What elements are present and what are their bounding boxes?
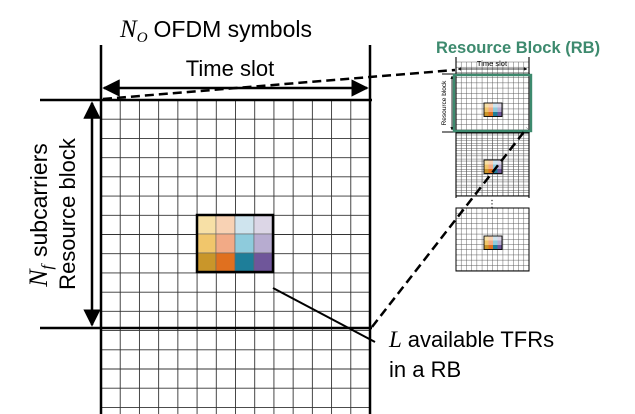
mini-tfr-cell bbox=[484, 169, 489, 174]
tfr-cell bbox=[234, 252, 255, 273]
tfr-cell bbox=[234, 233, 255, 254]
mini-tfr-cell bbox=[484, 103, 489, 108]
mini-tfr-cell bbox=[497, 112, 502, 117]
mini-tfr-block bbox=[483, 102, 503, 117]
tfr-label-line2: in a RB bbox=[389, 357, 461, 382]
mini-tfr-cell bbox=[493, 107, 498, 112]
mini-tfr-cell bbox=[488, 160, 493, 165]
tfr-cell bbox=[215, 233, 236, 254]
symbol-l: L bbox=[388, 327, 402, 352]
mini-tfr-cell bbox=[493, 240, 498, 245]
mini-tfr-cell bbox=[484, 107, 489, 112]
ofdm-symbols-text: OFDM symbols bbox=[154, 16, 312, 42]
dashed-connector-bottom bbox=[371, 127, 528, 328]
tfr-pointer-line bbox=[272, 287, 376, 343]
mini-tfr-cell bbox=[484, 245, 489, 250]
svg-text:Resource block: Resource block bbox=[55, 137, 80, 290]
mini-panel-border bbox=[455, 132, 530, 197]
mini-tfr-cell bbox=[488, 240, 493, 245]
mini-tfr-cell bbox=[497, 169, 502, 174]
mini-tfr-cell bbox=[484, 112, 489, 117]
top-label: NO OFDM symbols bbox=[119, 16, 312, 46]
mini-time-slot-label: Time slot bbox=[477, 59, 508, 68]
subcarriers-label: Nf subcarriers bbox=[24, 143, 56, 288]
resource-block-label: Resource block bbox=[55, 137, 80, 290]
mini-tfr-cell bbox=[493, 160, 498, 165]
mini-tfr-cell bbox=[488, 112, 493, 117]
mini-tfr-cell bbox=[493, 236, 498, 241]
mini-tfr-cell bbox=[497, 240, 502, 245]
mini-tfr-cell bbox=[484, 160, 489, 165]
mini-tfr-cell bbox=[488, 103, 493, 108]
mini-tfr-cell bbox=[493, 245, 498, 250]
mini-tfr-cell bbox=[488, 236, 493, 241]
mini-tfr-cell bbox=[484, 164, 489, 169]
mini-tfr-cell bbox=[497, 160, 502, 165]
tfr-block bbox=[195, 213, 275, 274]
mini-tfr-block bbox=[483, 159, 503, 174]
mini-tfr-cell bbox=[493, 103, 498, 108]
tfr-cell bbox=[215, 252, 236, 273]
mini-tfr-cell bbox=[488, 169, 493, 174]
mini-panel-border bbox=[455, 207, 530, 272]
mini-tfr-cell bbox=[497, 236, 502, 241]
tfr-cell bbox=[253, 214, 274, 235]
tfr-cell bbox=[253, 252, 274, 273]
tfr-block-border bbox=[195, 213, 275, 274]
tfr-cell bbox=[196, 252, 217, 273]
mini-rb-label: Resource block bbox=[441, 80, 448, 126]
subscript-f: f bbox=[39, 262, 56, 269]
tfr-cell bbox=[215, 214, 236, 235]
mini-rb-highlight bbox=[452, 73, 533, 133]
mini-tfr-cell bbox=[484, 240, 489, 245]
mini-tfr-cell bbox=[497, 164, 502, 169]
tfr-cell bbox=[196, 233, 217, 254]
mini-ellipsis: ⋮ bbox=[487, 199, 497, 210]
mini-tfr-cell bbox=[497, 245, 502, 250]
mini-tfr-cell bbox=[488, 245, 493, 250]
mini-tfr-cell bbox=[493, 169, 498, 174]
tfr-cell bbox=[196, 214, 217, 235]
mini-tfr-border bbox=[483, 159, 503, 174]
rb-title: Resource Block (RB) bbox=[436, 39, 600, 57]
mini-tfr-cell bbox=[497, 103, 502, 108]
tfr-cell bbox=[234, 214, 255, 235]
time-slot-label: Time slot bbox=[186, 56, 274, 81]
mini-tfr-cell bbox=[484, 236, 489, 241]
subscript-o: O bbox=[137, 30, 148, 46]
mini-tfr-cell bbox=[497, 107, 502, 112]
symbol-nf: N bbox=[24, 268, 53, 288]
mini-tfr-cell bbox=[488, 107, 493, 112]
subcarriers-text: subcarriers bbox=[26, 143, 52, 257]
mini-tfr-block bbox=[483, 235, 503, 250]
mini-tfr-cell bbox=[488, 164, 493, 169]
tfr-cell bbox=[253, 233, 274, 254]
dashed-connector-top bbox=[102, 68, 456, 101]
mini-tfr-border bbox=[483, 235, 503, 250]
mini-tfr-cell bbox=[493, 112, 498, 117]
mini-tfr-border bbox=[483, 102, 503, 117]
symbol-n: N bbox=[119, 16, 138, 43]
svg-text:Nfsubcarriers: Nf subcarriers bbox=[24, 143, 56, 288]
